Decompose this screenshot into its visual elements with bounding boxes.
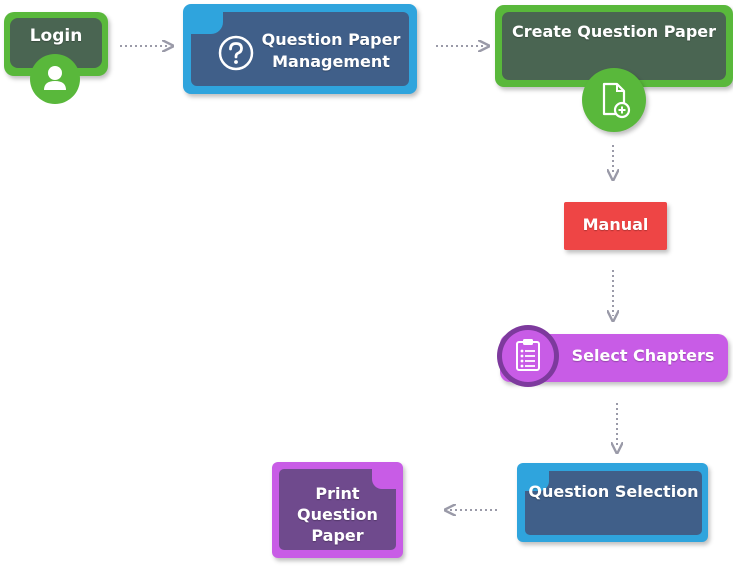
login-label: Login [29, 26, 83, 46]
print-question-paper-label: Print Question Paper [297, 484, 378, 545]
question-paper-management-inner [191, 12, 409, 86]
create-question-paper-label: Create Question Paper [511, 22, 717, 41]
clipboard-list-icon [502, 330, 554, 382]
question-mark-icon [217, 34, 255, 76]
select-chapters-label: Select Chapters [571, 346, 715, 365]
question-selection-inner [525, 471, 702, 535]
add-document-icon [582, 68, 646, 132]
folded-corner [191, 12, 223, 34]
manual-node[interactable] [564, 202, 667, 250]
folded-corner [525, 471, 549, 491]
manual-label: Manual [582, 215, 649, 234]
user-icon [30, 54, 80, 104]
folded-corner [372, 469, 396, 489]
question-paper-management-label: Question Paper Management [261, 30, 401, 71]
question-selection-label: Question Selection [528, 482, 699, 501]
